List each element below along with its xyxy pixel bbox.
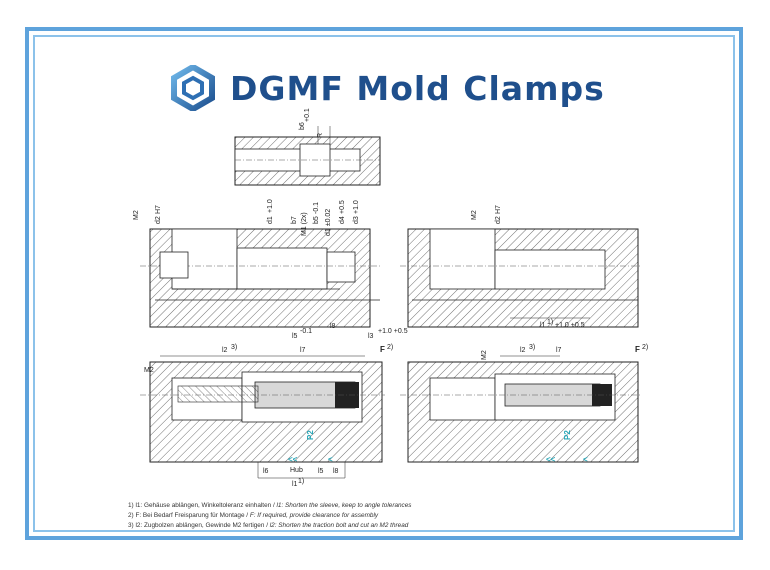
bottom-right-view <box>400 355 642 463</box>
label-d1: d1 <box>267 216 274 224</box>
label-hub: Hub <box>290 467 303 474</box>
label-r: R <box>317 133 324 138</box>
label-d3-tolerance: +1.0 <box>353 200 360 214</box>
footnote-2: 2) F: Bei Bedarf Freisparung für Montage… <box>128 512 379 519</box>
label-arrows-left: << <box>288 455 298 464</box>
dgmf-logo-icon <box>171 65 215 111</box>
label-arrows-left-right: << <box>546 455 556 464</box>
top-detail-view <box>234 126 381 186</box>
footnote-3: 3) l2: Zugbolzen ablängen, Gewinde M2 fe… <box>128 522 409 529</box>
label-l1-right-sup: 1) <box>547 319 553 326</box>
label-b5-tolerance: -0.1 <box>313 202 320 214</box>
middle-left-view <box>140 228 380 328</box>
bottom-left-view <box>140 355 385 479</box>
label-d4-tolerance: +0.5 <box>339 200 346 214</box>
label-d2-tolerance: H7 <box>155 205 162 214</box>
label-arrow-right: < <box>328 455 333 464</box>
footnotes: 1) l1: Gehäuse ablängen, Winkeltoleranz … <box>128 501 412 531</box>
label-l5-tolerance: -0.1 <box>300 328 312 335</box>
label-b6: b6 <box>299 122 306 130</box>
label-l5: l5 <box>292 333 298 340</box>
label-l8-bottom: l8 <box>333 468 339 475</box>
label-b6-tolerance: +0.1 <box>304 108 311 122</box>
label-l1-right-tolerance: +1.0 +0.5 <box>555 322 585 329</box>
inner-frame <box>33 35 735 532</box>
label-f-sup: 2) <box>387 344 393 351</box>
label-f: F <box>380 345 385 354</box>
label-l6: l6 <box>263 468 269 475</box>
label-l1: l1 <box>292 481 298 488</box>
label-d1-002: d1 ±0.02 <box>325 209 332 236</box>
label-l5-bottom: l5 <box>318 468 324 475</box>
label-d1-tolerance: +1.0 <box>267 199 274 213</box>
label-f-right: F <box>635 345 640 354</box>
label-b7: b7 <box>291 216 298 224</box>
label-m2-right: M2 <box>471 210 478 220</box>
label-p2-right: P2 <box>563 430 572 440</box>
label-l2: l2 <box>222 347 228 354</box>
label-m2-bottom-right: M2 <box>481 350 488 360</box>
label-d2-right: d2 <box>495 216 502 224</box>
label-l8: l8 <box>330 323 336 330</box>
middle-right-view <box>400 228 640 328</box>
label-d3: d3 <box>353 216 360 224</box>
label-m1: M1 (2x) <box>301 212 308 236</box>
label-m2: M2 <box>133 210 140 220</box>
footnote-1: 1) l1: Gehäuse ablängen, Winkeltoleranz … <box>128 502 412 509</box>
label-b5: b5 <box>313 216 320 224</box>
label-l2-right: l2 <box>520 347 526 354</box>
label-f-right-sup: 2) <box>642 344 648 351</box>
label-l3: l3 <box>368 333 374 340</box>
label-d2: d2 <box>155 216 162 224</box>
label-d4: d4 <box>339 216 346 224</box>
label-arrow-right-right: < <box>583 455 588 464</box>
label-l2-right-sup: 3) <box>529 344 535 351</box>
label-d2-right-tolerance: H7 <box>495 205 502 214</box>
header: DGMF Mold Clamps <box>170 62 605 114</box>
label-l1-sup: 1) <box>298 478 304 485</box>
label-l3-tolerance: +1.0 +0.5 <box>378 328 408 335</box>
label-l7-right: l7 <box>556 347 562 354</box>
page-title: DGMF Mold Clamps <box>230 68 605 108</box>
outer-frame <box>25 27 743 540</box>
label-l7: l7 <box>300 347 306 354</box>
label-l2-sup: 3) <box>231 344 237 351</box>
label-m2-bottom: M2 <box>144 367 154 374</box>
label-l1-right: l1 <box>540 322 546 329</box>
label-p2: P2 <box>306 430 315 440</box>
